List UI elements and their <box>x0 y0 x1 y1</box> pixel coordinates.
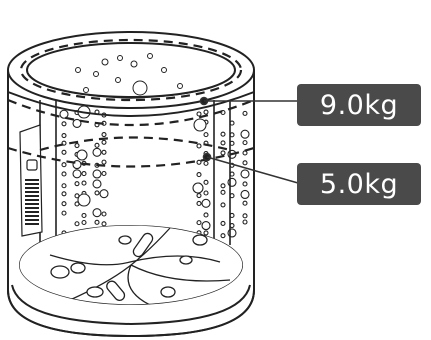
drum-top-rim <box>8 32 254 116</box>
drum-hole <box>93 180 101 188</box>
drum-hole <box>62 172 66 176</box>
drum-hole <box>102 222 106 226</box>
drum-hole <box>82 221 86 225</box>
drum-hole <box>197 221 201 225</box>
drum-hole <box>243 141 247 145</box>
drum-hole <box>241 170 249 178</box>
drum-hole <box>62 150 66 154</box>
drum-hole <box>75 144 79 148</box>
capacity-label-9kg: 9.0kg <box>297 84 421 126</box>
drum-hole <box>75 222 79 226</box>
drum-hole <box>73 119 81 127</box>
drum-hole <box>62 184 66 188</box>
drum-hole-large <box>194 119 206 131</box>
drum-hole <box>93 170 101 178</box>
drum-hole <box>197 201 201 205</box>
drum-hole <box>204 133 208 137</box>
drum-hole <box>204 161 208 165</box>
drum-hole <box>102 133 106 137</box>
drum-hole <box>62 211 66 215</box>
drum-hole <box>82 181 86 185</box>
drum-hole <box>243 161 247 165</box>
drum-hole <box>102 212 106 216</box>
drum-hole-large <box>77 150 87 160</box>
drum-hole <box>82 172 86 176</box>
drum-hole <box>197 194 201 198</box>
drum-hole <box>221 203 225 207</box>
drum-hole <box>62 202 66 206</box>
drum-hole <box>102 160 106 164</box>
drum-hole <box>221 132 225 136</box>
drum-hole <box>102 150 106 154</box>
drum-hole <box>95 143 99 147</box>
drum-hole <box>221 141 225 145</box>
drum-hole-large <box>78 194 90 206</box>
drum-hole-large <box>193 183 203 193</box>
lint-filter <box>20 125 42 236</box>
drum-hole <box>62 122 66 126</box>
drum-hole <box>60 110 68 118</box>
drum-hole <box>62 192 66 196</box>
drum-hole <box>204 213 208 217</box>
drum-hole <box>243 201 247 205</box>
drum-hole <box>100 190 108 198</box>
capacity-label-5kg: 5.0kg <box>297 163 421 205</box>
drum-hole <box>243 214 247 218</box>
drum-hole <box>102 172 106 176</box>
drum-hole <box>204 231 208 235</box>
drum-hole <box>221 151 225 155</box>
drum-hole <box>241 190 249 198</box>
drum-hole <box>82 213 86 217</box>
drum-hole <box>197 160 201 164</box>
drum-hole <box>75 182 79 186</box>
drum-hole <box>221 221 225 225</box>
drum-hole <box>243 111 247 115</box>
drum-hole <box>95 220 99 224</box>
drum-hole <box>221 184 225 188</box>
pulsator <box>19 225 243 305</box>
drum-hole <box>241 130 249 138</box>
drum-hole <box>93 209 101 217</box>
drum-hole <box>204 191 208 195</box>
drum-hole <box>197 144 201 148</box>
drum-hole <box>202 222 210 230</box>
drum-hole <box>204 110 208 114</box>
drum-hole <box>62 163 66 167</box>
drum-hole <box>197 173 201 177</box>
drum-hole <box>93 148 101 156</box>
drum-hole <box>202 199 210 207</box>
drum-hole <box>62 134 66 138</box>
drum-hole <box>243 182 247 186</box>
drum-hole <box>197 112 201 116</box>
drum-hole <box>95 191 99 195</box>
drum-hole <box>73 170 81 178</box>
drum-hole <box>204 180 208 184</box>
drum-hole <box>243 220 247 224</box>
drum-hole <box>221 234 225 238</box>
drum-hole <box>221 190 225 194</box>
drum-hole <box>102 140 106 144</box>
